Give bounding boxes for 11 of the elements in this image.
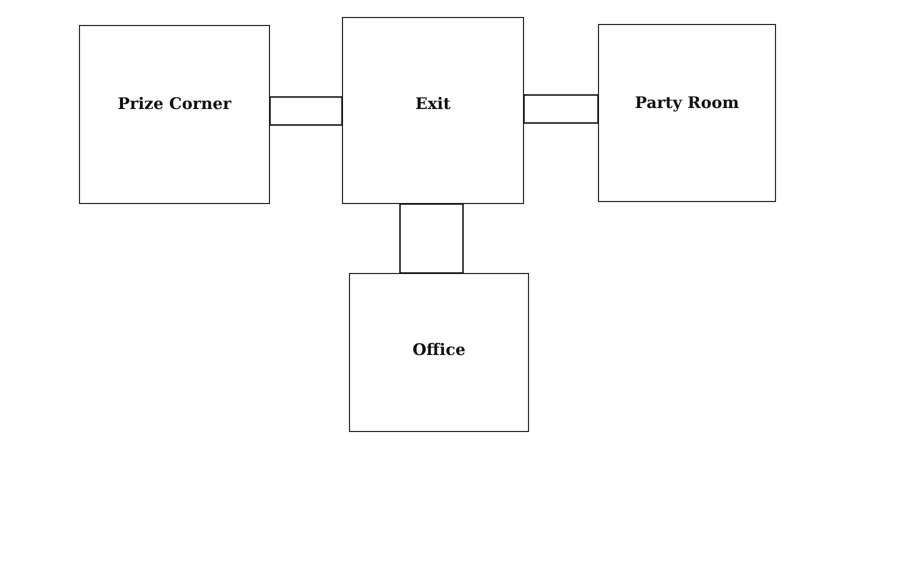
corridor-connector (269, 96, 343, 126)
room-label: Office (412, 340, 466, 359)
corridor-connector (399, 203, 464, 274)
room-box (79, 25, 270, 204)
room-box (349, 273, 529, 432)
room-label: Party Room (634, 93, 740, 112)
room-box (342, 17, 524, 204)
room-box (598, 24, 776, 202)
corridor-connector (523, 94, 599, 124)
room-label: Prize Corner (118, 94, 232, 113)
room-label: Exit (415, 94, 451, 113)
